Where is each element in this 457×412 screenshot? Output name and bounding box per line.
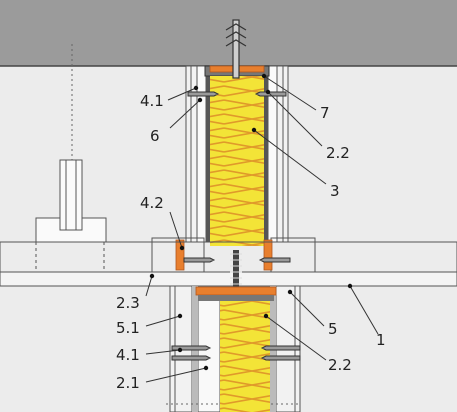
label-7: 7 <box>320 104 330 122</box>
label-2-2-upper: 2.2 <box>326 144 350 162</box>
label-4-2: 4.2 <box>140 194 164 212</box>
label-3: 3 <box>330 182 340 200</box>
label-1: 1 <box>376 331 386 349</box>
label-5-1: 5.1 <box>116 319 140 337</box>
label-4-1-upper: 4.1 <box>140 92 164 110</box>
lower-channel <box>198 295 274 301</box>
label-2-2-lower: 2.2 <box>328 356 352 374</box>
label-2-3: 2.3 <box>116 294 140 312</box>
label-6: 6 <box>150 127 160 145</box>
screws <box>171 91 301 361</box>
label-2-1: 2.1 <box>116 374 140 392</box>
label-4-1-lower: 4.1 <box>116 346 140 364</box>
ceiling-slab <box>0 0 457 66</box>
leader-lines <box>145 75 379 383</box>
ceiling-anchor <box>225 19 247 79</box>
label-5: 5 <box>328 320 338 338</box>
tape-middle <box>195 286 277 296</box>
leader-dots <box>149 73 353 371</box>
ceiling-board <box>0 271 457 287</box>
left-profile <box>35 159 107 272</box>
floor-line <box>0 241 457 273</box>
middle-screw <box>230 250 242 296</box>
